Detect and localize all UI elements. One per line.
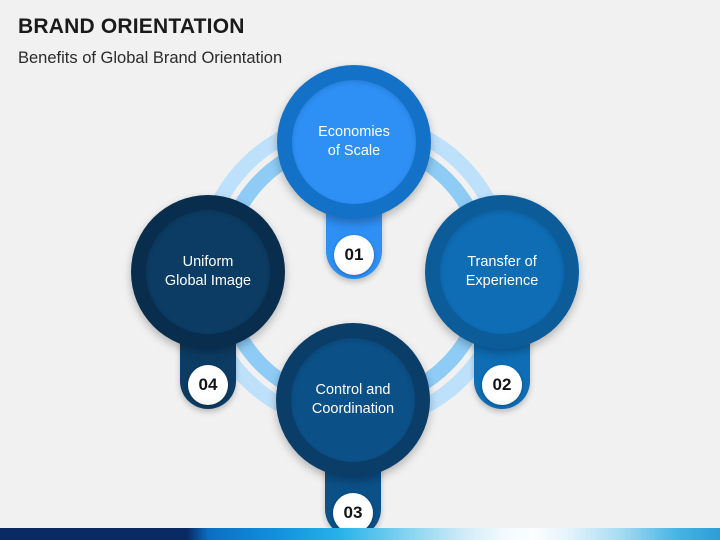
node-core-01: Economies of Scale — [292, 80, 416, 204]
node-core-02: Transfer of Experience — [440, 210, 564, 334]
node-label-02: Transfer of Experience — [465, 254, 539, 289]
header: BRAND ORIENTATION Benefits of Global Bra… — [18, 14, 678, 69]
node-label-04: Uniform Global Image — [164, 254, 252, 289]
node-core-04: Uniform Global Image — [146, 210, 270, 334]
node-badge-01[interactable]: 01 — [334, 235, 374, 275]
node-core-03: Control and Coordination — [291, 338, 415, 462]
bottom-accent-bar — [0, 528, 720, 540]
node-badge-03[interactable]: 03 — [333, 493, 373, 533]
page-title: BRAND ORIENTATION — [18, 15, 245, 38]
node-label-03: Control and Coordination — [311, 382, 395, 417]
node-badge-02[interactable]: 02 — [482, 365, 522, 405]
brand-orientation-diagram: Economies of Scale 01 Transfer of Experien… — [131, 65, 579, 537]
node-label-01: Economies of Scale — [318, 124, 390, 159]
node-badge-04[interactable]: 04 — [188, 365, 228, 405]
page-subtitle: Benefits of Global Brand Orientation — [18, 49, 283, 67]
